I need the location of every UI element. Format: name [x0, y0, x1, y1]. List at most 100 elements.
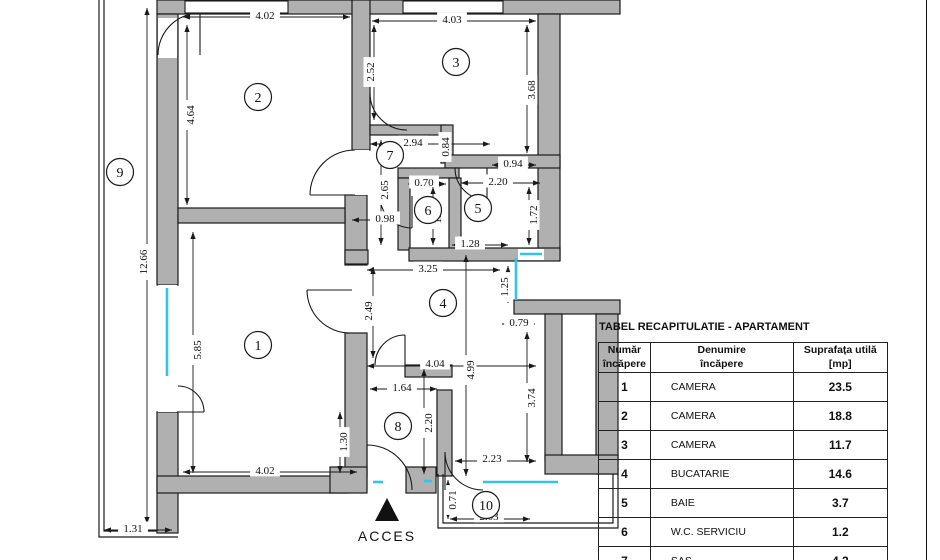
table-cell: SAS	[649, 546, 794, 560]
dimension-label-bg	[250, 463, 280, 477]
dimension-label-bg	[398, 135, 428, 149]
room-number-circle	[105, 157, 135, 187]
dimension-label: 1.64	[387, 380, 417, 394]
dimension-label: 2.65	[377, 175, 391, 205]
dimension-label-bg	[409, 175, 439, 189]
room-label: 10	[471, 490, 501, 520]
dimension-label: 4.03	[437, 12, 467, 26]
dimension-label-bg	[498, 156, 528, 170]
dimension-label-bg	[483, 174, 513, 188]
access-marker: ACCES	[358, 498, 414, 544]
table-cell: 4	[598, 459, 651, 489]
dimension-value: 2.94	[403, 137, 423, 149]
room-label: 1	[243, 330, 273, 360]
dimension-label-bg	[524, 383, 538, 413]
dimension-label: 2.52	[363, 57, 377, 87]
room-label: 6	[413, 195, 443, 225]
room-label: 9	[105, 157, 135, 187]
room-number-circle	[471, 490, 501, 520]
dimension-label-bg	[504, 315, 534, 329]
dimension-label: 12.66	[136, 244, 150, 280]
dimension-label: 4.64	[183, 100, 197, 130]
table-cell: BAIE	[649, 488, 794, 518]
dimension-value: 2.23	[482, 453, 502, 465]
dimension-label: 3.25	[413, 261, 443, 275]
dimension-label: 1.31	[118, 521, 148, 535]
table-cell: CAMERA	[649, 372, 794, 402]
dimension-value: 4.02	[255, 10, 274, 22]
room-number: 5	[475, 202, 482, 217]
room-number: 4	[440, 297, 447, 312]
table-cell: 3	[598, 430, 651, 460]
dimension-label-bg	[445, 485, 459, 515]
table-cell: 1	[598, 372, 651, 402]
room-number: 1	[255, 339, 262, 354]
room-number: 9	[117, 166, 124, 181]
room-label: 4	[428, 288, 458, 318]
dimension-value: 2.65	[379, 180, 391, 200]
table-cell: CAMERA	[649, 430, 794, 460]
dimension-label-bg	[437, 12, 467, 26]
dimension-label: 1.25	[497, 272, 511, 302]
dimension-value: 1.30	[338, 432, 350, 452]
dimension-label-bg	[136, 244, 150, 280]
room-number-circle	[383, 411, 413, 441]
dimension-label: 1.30	[336, 427, 350, 457]
dimension-label: 0.98	[370, 211, 400, 225]
dimension-value: 4.04	[425, 358, 445, 370]
dimension-label-bg	[118, 521, 148, 535]
dimension-value: 1.64	[392, 382, 412, 394]
dimension-value: 3.74	[526, 388, 538, 408]
dimension-label: 5.85	[190, 335, 204, 365]
table-cell: 7	[598, 546, 651, 560]
dimension-value: 0.84	[440, 137, 452, 157]
dimension-label: 3.74	[524, 383, 538, 413]
room-number-circle	[375, 140, 405, 170]
table-cell: W.C. SERVICIU	[649, 517, 794, 547]
dimension-label-bg	[183, 100, 197, 130]
dimension-label-bg	[421, 408, 435, 438]
dimension-value: 0.71	[447, 490, 459, 509]
room-number-circle	[243, 82, 273, 112]
dimension-label-bg	[477, 451, 507, 465]
dimension-label: 2.49	[361, 296, 375, 326]
dimension-label: 0.84	[438, 132, 452, 162]
dimension-label: 2.20	[483, 174, 513, 188]
room-number-circle	[243, 330, 273, 360]
dimension-value: 4.64	[185, 105, 197, 125]
dimension-value: 1.25	[499, 277, 511, 297]
dimension-label-bg	[370, 211, 400, 225]
room-number: 7	[387, 149, 394, 164]
dimension-label: 3.68	[524, 75, 538, 105]
dimension-label: 4.02	[250, 8, 280, 22]
dimension-value: 4.03	[442, 14, 462, 26]
room-number-circle	[413, 195, 443, 225]
room-number: 3	[453, 56, 460, 71]
recap-header-cell: Suprafața utilă[mp]	[792, 342, 889, 373]
dimension-label-bg	[413, 261, 443, 275]
dimension-label-bg	[387, 380, 417, 394]
sheet-border-line	[926, 0, 927, 560]
dimension-value: 0.94	[503, 158, 523, 170]
dimension-label: 4.04	[420, 356, 450, 370]
table-cell: CAMERA	[649, 401, 794, 431]
table-cell: 2	[598, 401, 651, 431]
dimension-label-bg	[463, 355, 477, 385]
room-number-circle	[428, 288, 458, 318]
dimension-label: 0.71	[445, 485, 459, 515]
dimension-label-bg	[336, 427, 350, 457]
dimension-value: 2.52	[365, 62, 377, 81]
dimension-value: 4.02	[255, 465, 274, 477]
